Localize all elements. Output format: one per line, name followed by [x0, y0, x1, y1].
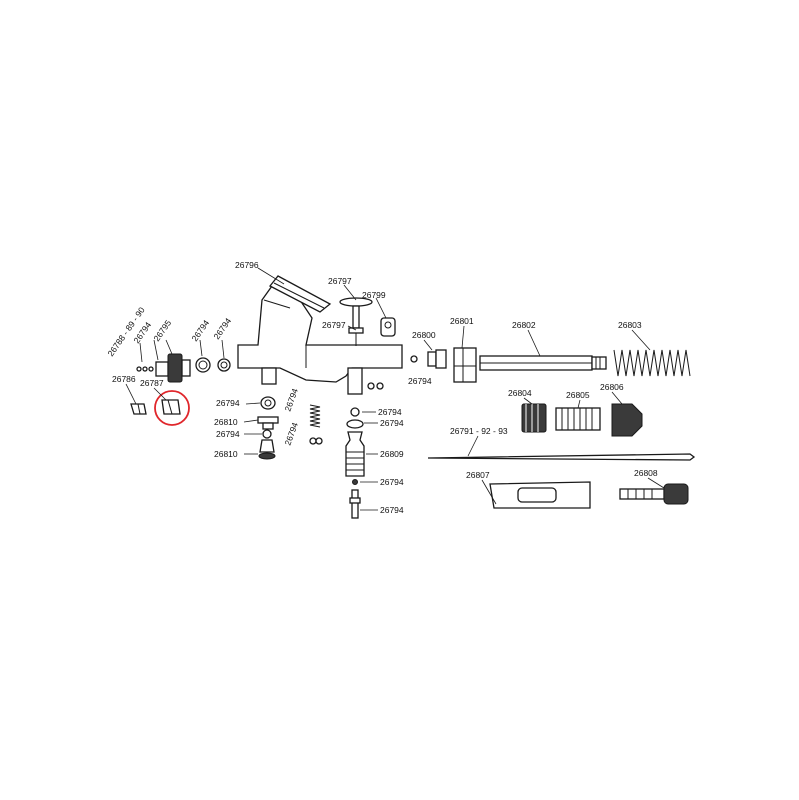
color-cup-rim [268, 275, 332, 313]
label-26810-b: 26810 [214, 449, 238, 459]
tube-26802 [479, 355, 607, 371]
label-26791-92-93: 26791 - 92 - 93 [450, 426, 508, 436]
label-26794-right-d: 26794 [380, 505, 404, 515]
needle-26791 [427, 453, 696, 461]
label-26807: 26807 [466, 470, 490, 480]
label-26797-top: 26797 [328, 276, 352, 286]
airbrush-body [237, 285, 403, 395]
label-26803: 26803 [618, 320, 642, 330]
label-26796: 26796 [235, 260, 259, 270]
guide-26801 [453, 347, 477, 383]
label-26794-rot-b: 26794 [189, 318, 211, 343]
label-26786: 26786 [112, 374, 136, 384]
label-26794-left-b: 26794 [216, 429, 240, 439]
valve-part [367, 317, 396, 390]
label-26808: 26808 [634, 468, 658, 478]
nozzle-26787 [161, 399, 181, 415]
label-26794-spring-a: 26794 [282, 387, 300, 413]
fitting-26800 [410, 349, 447, 369]
label-26794-left-a: 26794 [216, 398, 240, 408]
spring-26803 [613, 349, 691, 377]
label-26810-a: 26810 [214, 417, 238, 427]
nozzle-cap-26786 [130, 403, 147, 415]
chuck-26808 [619, 483, 689, 505]
label-26809: 26809 [380, 449, 404, 459]
label-26787: 26787 [140, 378, 164, 388]
label-26797-mid: 26797 [322, 320, 346, 330]
leader-lines [125, 267, 665, 511]
label-26794-right-a: 26794 [378, 407, 402, 417]
handle-26807 [489, 481, 591, 509]
label-26794-rot-c: 26794 [211, 316, 233, 341]
label-26795: 26795 [151, 318, 173, 343]
air-valve-housing-26809 [345, 407, 365, 519]
part-26804 [521, 403, 547, 433]
air-valve-spring [309, 404, 323, 445]
highlight-circle [154, 390, 190, 426]
label-26794-right-c: 26794 [380, 477, 404, 487]
label-26801: 26801 [450, 316, 474, 326]
label-26806: 26806 [600, 382, 624, 392]
label-26794-mid: 26794 [408, 376, 432, 386]
label-26800: 26800 [412, 330, 436, 340]
label-26799: 26799 [362, 290, 386, 300]
label-26802: 26802 [512, 320, 536, 330]
label-26794-right-b: 26794 [380, 418, 404, 428]
part-26805 [555, 407, 601, 431]
nozzle-parts [136, 353, 231, 383]
label-26794-spring-b: 26794 [282, 421, 300, 447]
trigger-button [339, 297, 373, 346]
label-26804: 26804 [508, 388, 532, 398]
part-labels: 26796 26797 26799 26797 26788 - 89 - 90 … [105, 260, 657, 515]
air-valve-stack [257, 396, 279, 460]
part-26806 [611, 403, 643, 437]
label-26805: 26805 [566, 390, 590, 400]
